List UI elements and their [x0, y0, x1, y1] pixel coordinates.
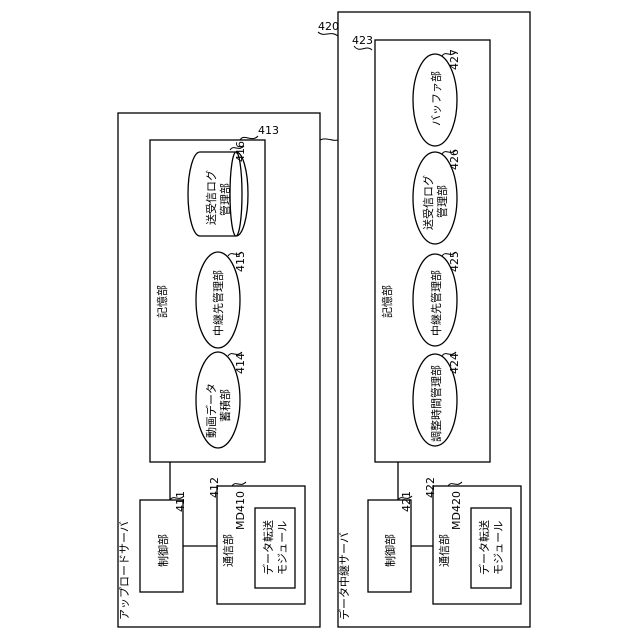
upload-storage-label: 記憶部 [155, 285, 169, 318]
relay-module-line2: モジュール [492, 521, 505, 575]
relay-control-label: 制御部 [383, 534, 397, 567]
upload-unit-416: 送受信ログ 管理部 416 [188, 141, 248, 236]
svg-text:中継先管理部: 中継先管理部 [429, 270, 443, 336]
svg-text:414: 414 [234, 353, 247, 374]
svg-text:416: 416 [234, 141, 247, 162]
svg-text:バッファ部: バッファ部 [429, 71, 443, 126]
relay-module-line1: データ転送 [477, 520, 491, 575]
relay-comm-label: 通信部 [437, 534, 451, 567]
upload-comm-label: 通信部 [221, 534, 235, 567]
upload-control-ref: 411 [174, 491, 187, 512]
relay-module-box [471, 508, 511, 588]
svg-text:424: 424 [448, 353, 461, 374]
relay-storage-ref: 423 [352, 34, 373, 47]
svg-text:管理部: 管理部 [435, 185, 449, 218]
svg-text:427: 427 [448, 49, 461, 70]
relay-server-ref: 420 [318, 20, 339, 33]
upload-comm-ref: 412 [208, 477, 221, 498]
upload-storage-ref: 413 [258, 124, 279, 137]
relay-server-title: データ中継サーバ [337, 532, 351, 620]
svg-text:蓄積部: 蓄積部 [218, 389, 232, 422]
upload-module-line1: データ転送 [261, 520, 275, 575]
relay-control-ref: 421 [400, 491, 413, 512]
svg-text:425: 425 [448, 251, 461, 272]
upload-server-title: アップロードサーバ [118, 521, 131, 620]
upload-module-line2: モジュール [276, 521, 289, 575]
relay-module-ref: MD420 [450, 491, 463, 530]
upload-module-box [255, 508, 295, 588]
relay-server: データ中継サーバ 420 記憶部 423 バッファ部 427 送受信ログ 管理部… [318, 12, 530, 627]
svg-text:415: 415 [234, 251, 247, 272]
svg-text:管理部: 管理部 [218, 183, 232, 216]
upload-control-label: 制御部 [156, 534, 170, 567]
svg-text:動画データ: 動画データ [204, 383, 218, 438]
svg-text:調整時間管理部: 調整時間管理部 [429, 365, 443, 442]
svg-text:送受信ログ: 送受信ログ [204, 170, 218, 225]
upload-module-ref: MD410 [234, 491, 247, 530]
relay-storage-label: 記憶部 [380, 285, 394, 318]
upload-server: アップロードサーバ 410 記憶部 413 送受信ログ 管理部 416 中継先管… [118, 113, 365, 627]
svg-text:中継先管理部: 中継先管理部 [211, 270, 225, 336]
relay-comm-ref: 422 [424, 477, 437, 498]
svg-text:426: 426 [448, 149, 461, 170]
svg-text:送受信ログ: 送受信ログ [421, 175, 435, 230]
